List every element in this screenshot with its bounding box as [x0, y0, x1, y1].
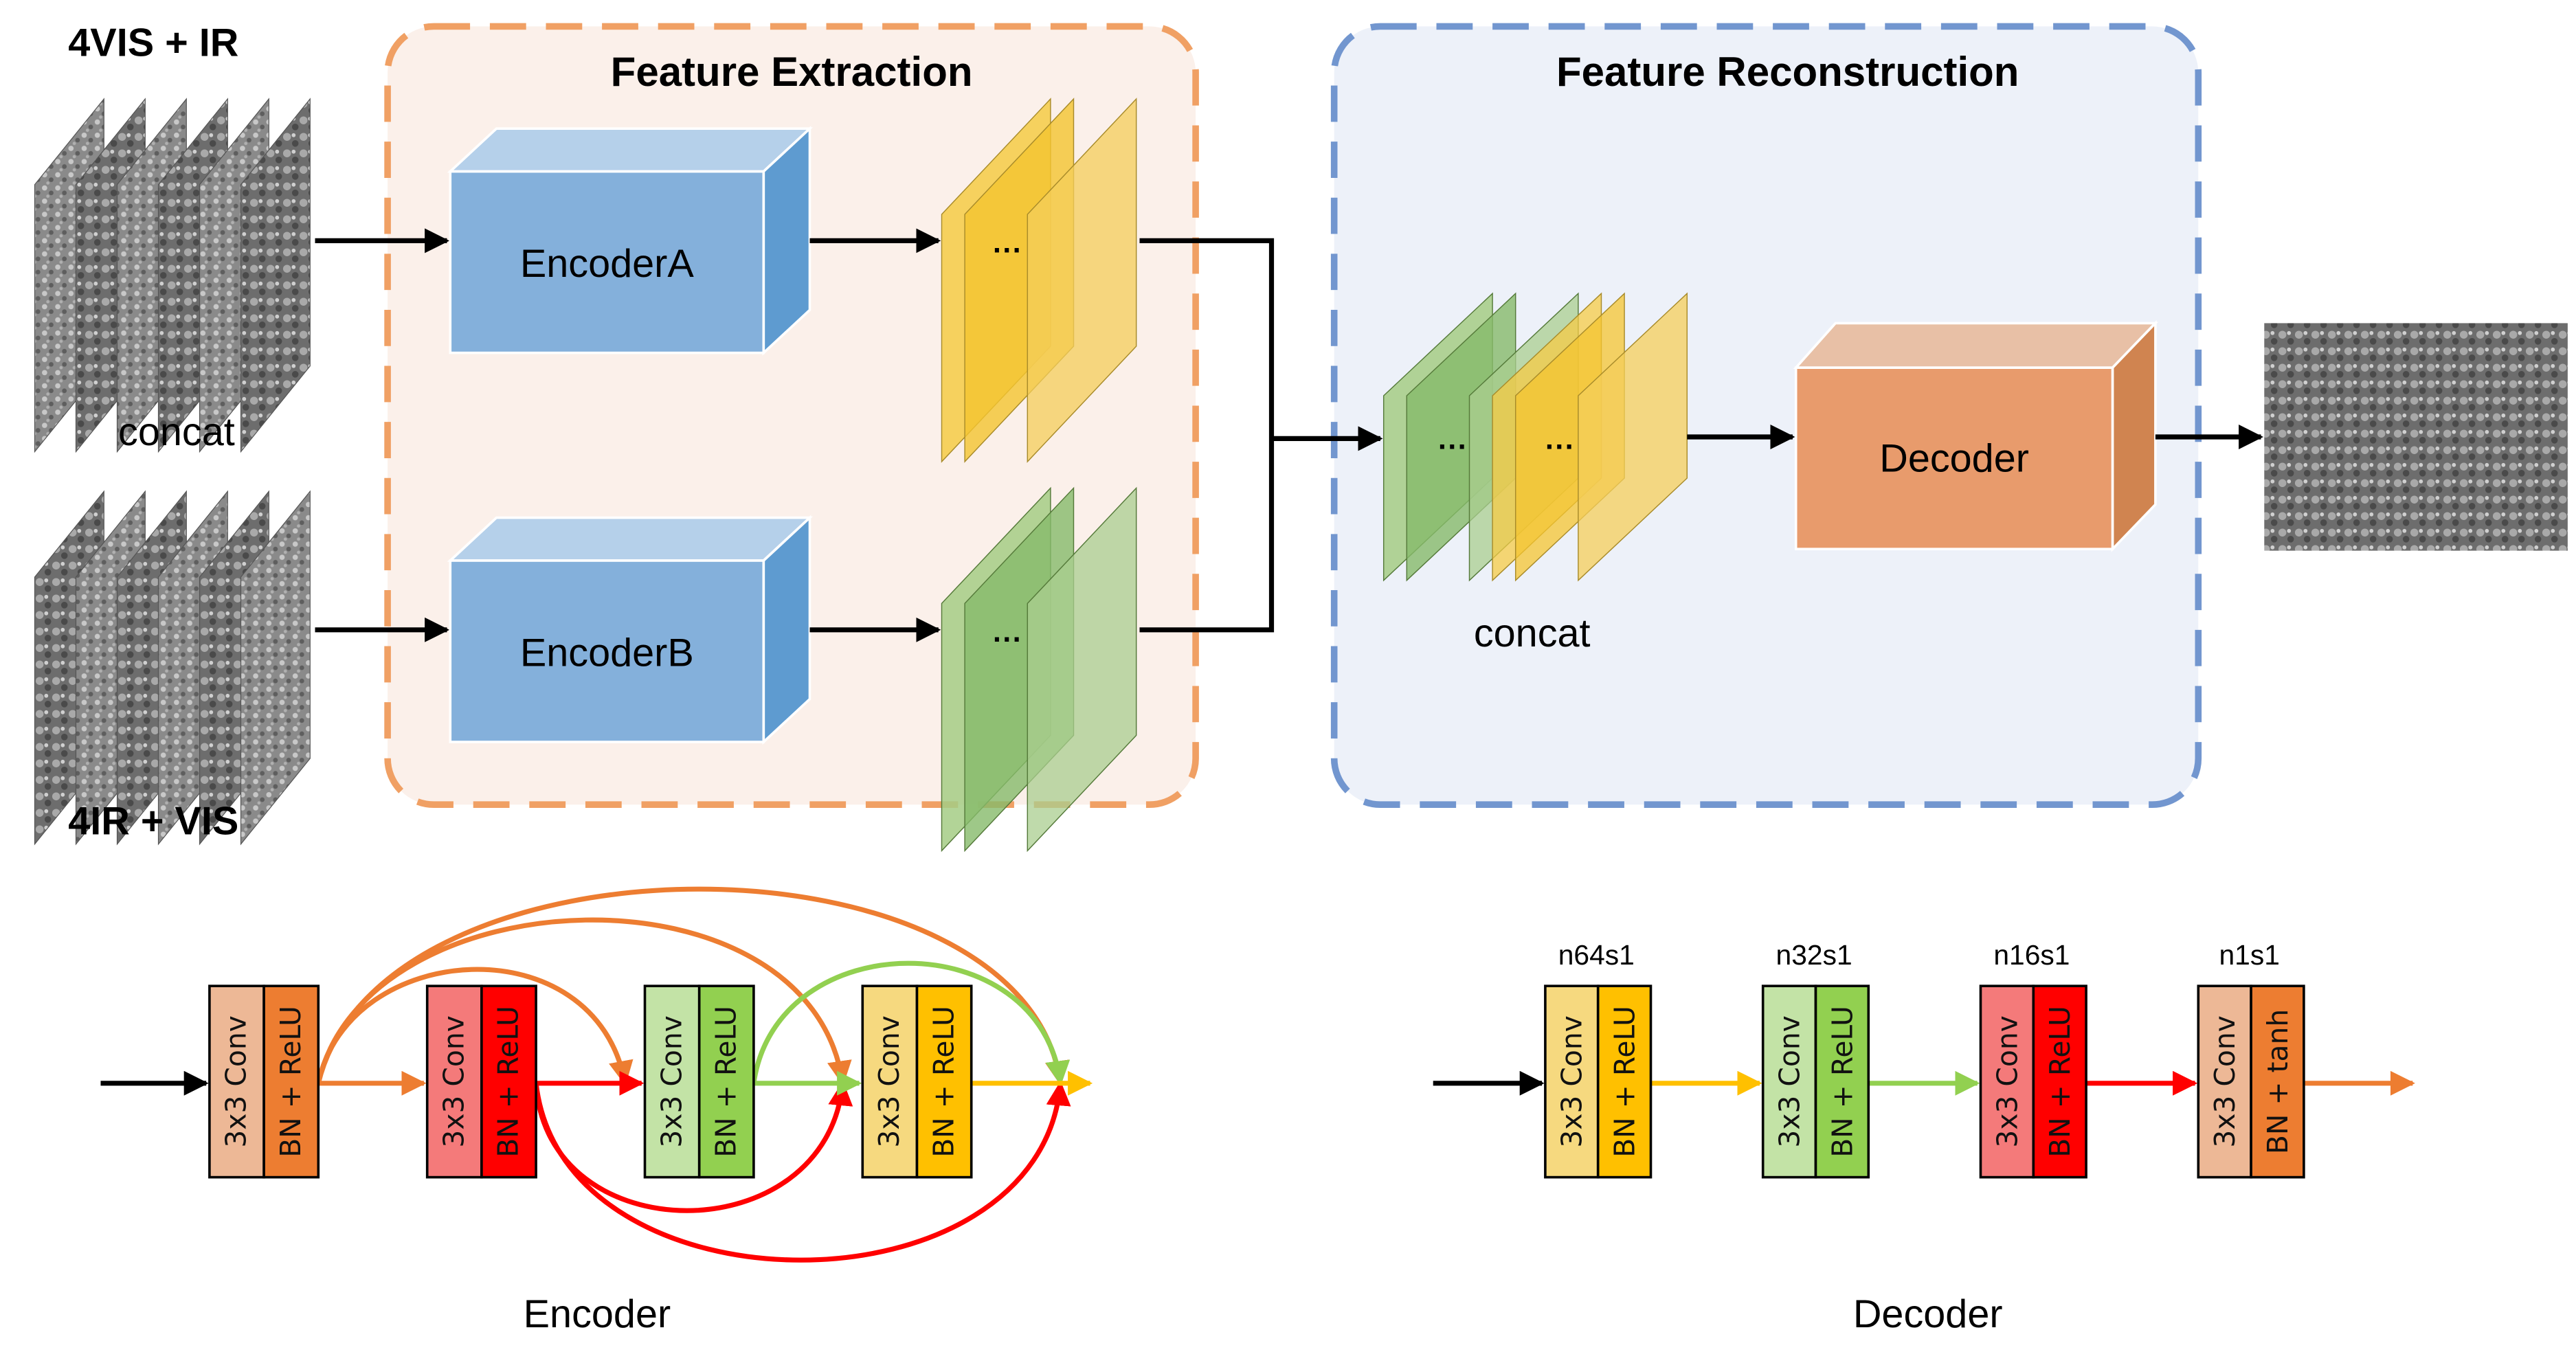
svg-text:n16s1: n16s1 — [1993, 939, 2070, 971]
svg-text:3x3 Conv: 3x3 Conv — [655, 1015, 688, 1147]
svg-text:3x3 Conv: 3x3 Conv — [438, 1015, 471, 1147]
svg-text:3x3 Conv: 3x3 Conv — [2208, 1015, 2241, 1147]
encoder-block-1: 3x3 Conv BN + ReLU — [208, 984, 320, 1179]
feature-extraction-title: Feature Extraction — [611, 49, 973, 95]
encoder-b-block: EncoderB — [447, 515, 814, 745]
encoder-caption: Encoder — [524, 1292, 671, 1336]
svg-text:BN + ReLU: BN + ReLU — [710, 1006, 743, 1158]
concat-green-ellipsis: ··· — [1438, 431, 1468, 464]
encoder-block-3: 3x3 Conv BN + ReLU — [643, 984, 755, 1179]
feature-maps-b: ··· — [941, 486, 1137, 853]
svg-text:BN + ReLU: BN + ReLU — [1609, 1006, 1642, 1158]
decoder-label: Decoder — [1879, 436, 2029, 480]
svg-text:BN + ReLU: BN + ReLU — [2043, 1006, 2076, 1158]
merge-connector — [1139, 238, 1275, 633]
input-image-stack-bottom — [34, 490, 311, 846]
svg-text:BN + ReLU: BN + ReLU — [1826, 1006, 1859, 1158]
feature-maps-a-ellipsis: ··· — [993, 234, 1022, 267]
input-bottom-label: 4IR + VIS — [68, 799, 238, 843]
decoder-caption: Decoder — [1853, 1292, 2003, 1336]
input-top-label: 4VIS + IR — [68, 21, 238, 65]
skip-3-out — [751, 960, 1071, 1086]
skip-2-out — [533, 1081, 1071, 1263]
svg-text:3x3 Conv: 3x3 Conv — [220, 1015, 253, 1147]
decoder-block-1: n64s1 3x3 Conv BN + ReLU — [1544, 939, 1653, 1179]
feature-reconstruction-panel — [1330, 23, 2202, 808]
decoder-block-3: n16s1 3x3 Conv BN + ReLU — [1979, 939, 2087, 1179]
encoder-a-block: EncoderA — [447, 126, 814, 356]
encoder-a-label: EncoderA — [520, 242, 695, 286]
decoder-block-2: n32s1 3x3 Conv BN + ReLU — [1761, 939, 1870, 1179]
svg-text:3x3 Conv: 3x3 Conv — [873, 1015, 906, 1147]
input-image-stack-top — [34, 98, 311, 453]
skip-1-out — [315, 886, 1070, 1086]
decoder-block-4: n1s1 3x3 Conv BN + tanh — [2197, 939, 2305, 1179]
svg-text:BN + ReLU: BN + ReLU — [927, 1006, 960, 1158]
svg-text:3x3 Conv: 3x3 Conv — [1991, 1015, 2024, 1147]
input-concat-label: concat — [118, 410, 235, 454]
encoder-detail — [100, 886, 1093, 1263]
feature-maps-a: ··· — [941, 98, 1137, 463]
reconstruction-concat-label: concat — [1474, 611, 1591, 655]
concat-yellow-ellipsis: ··· — [1545, 431, 1575, 464]
svg-text:3x3 Conv: 3x3 Conv — [1773, 1015, 1806, 1147]
svg-text:3x3 Conv: 3x3 Conv — [1556, 1015, 1589, 1147]
svg-text:n64s1: n64s1 — [1558, 939, 1635, 971]
svg-text:n32s1: n32s1 — [1776, 939, 1852, 971]
feature-maps-b-ellipsis: ··· — [993, 624, 1022, 657]
svg-text:BN + tanh: BN + tanh — [2261, 1009, 2294, 1154]
feature-reconstruction-title: Feature Reconstruction — [1556, 49, 2019, 95]
fused-output-image — [2264, 323, 2568, 551]
encoder-b-label: EncoderB — [520, 631, 694, 675]
svg-text:n1s1: n1s1 — [2219, 939, 2279, 971]
concat-feature-maps: ··· ··· — [1382, 292, 1688, 582]
svg-text:BN + ReLU: BN + ReLU — [492, 1006, 525, 1158]
decoder-block: Decoder — [1793, 319, 2159, 552]
encoder-block-4: 3x3 Conv BN + ReLU — [861, 984, 973, 1179]
svg-text:BN + ReLU: BN + ReLU — [274, 1006, 307, 1158]
encoder-block-2: 3x3 Conv BN + ReLU — [425, 984, 537, 1179]
